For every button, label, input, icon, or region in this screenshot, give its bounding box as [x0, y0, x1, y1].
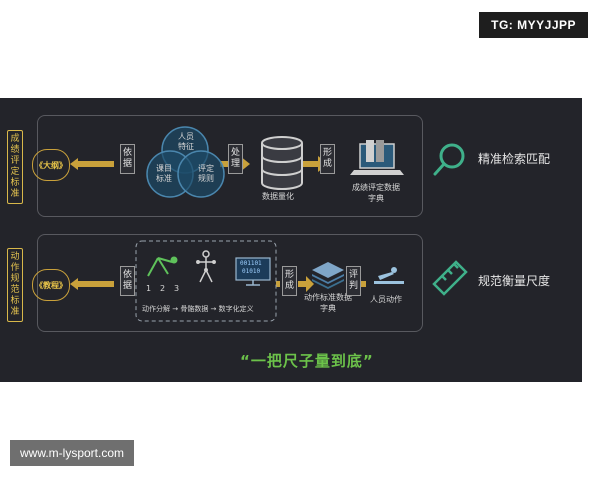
venn-label-left: 课目标准	[156, 164, 172, 183]
venn-label-right: 评定规则	[198, 164, 214, 183]
laptop-icon	[350, 140, 404, 175]
athlete-icon	[147, 256, 178, 277]
stack-icon	[312, 262, 344, 289]
watermark-bottom: www.m-lysport.com	[10, 440, 135, 466]
step-3: 3	[174, 284, 180, 293]
row2-arrow-2	[276, 281, 280, 287]
row2-pill: 《教程》	[32, 269, 70, 301]
row1-side-tab: 成绩评定标准	[7, 130, 23, 204]
diagram-panel: 成绩评定标准 《大纲》	[0, 98, 582, 382]
row1-connector-3: 形成	[320, 144, 335, 174]
monitor-icon	[235, 257, 271, 286]
venn-circle-right	[177, 150, 225, 198]
row2-arrow-1	[70, 278, 114, 290]
skeleton-icon	[196, 250, 216, 283]
row1-arrow-1	[70, 158, 114, 170]
row1-pill: 《大纲》	[32, 149, 70, 181]
row2-arrow-3	[298, 276, 314, 292]
row2-arrow-4	[360, 281, 366, 287]
stack-label: 动作标准数据字典	[304, 293, 352, 313]
person-label: 人员动作	[370, 295, 402, 304]
step-2: 2	[160, 284, 166, 293]
database-icon	[261, 136, 303, 190]
row2-frame	[37, 234, 423, 332]
row1-right-label: 精准检索匹配	[478, 152, 551, 166]
row2-connector-3: 评判	[346, 266, 361, 296]
slogan: “一把尺子量到底”	[240, 352, 374, 370]
step-1: 1	[146, 284, 152, 293]
ruler-icon	[432, 260, 468, 296]
watermark-top: TG: MYYJJPP	[479, 12, 588, 38]
row1-connector-1: 依据	[120, 144, 135, 174]
row2-connector-1: 依据	[120, 266, 135, 296]
venn-label-top: 人员特征	[178, 132, 194, 151]
diagram-graphics	[70, 126, 468, 322]
flow-caption: 动作分解 → 骨骼数据 → 数字化定义	[142, 305, 254, 313]
binary-bottom: 01010	[242, 268, 261, 275]
binary-top: 001101	[240, 260, 262, 267]
row2-right-label: 规范衡量尺度	[478, 274, 551, 288]
pushup-person-icon	[374, 267, 404, 284]
database-label: 数据量化	[262, 192, 294, 201]
row2-connector-2: 形成	[282, 266, 297, 296]
dictionary-label: 成绩评定数据字典	[352, 183, 400, 203]
row1-connector-2: 处理	[228, 144, 243, 174]
flow-dashed-box	[135, 240, 277, 322]
magnifier-icon	[433, 143, 465, 176]
row2-side-tab: 动作规范标准	[7, 248, 23, 322]
